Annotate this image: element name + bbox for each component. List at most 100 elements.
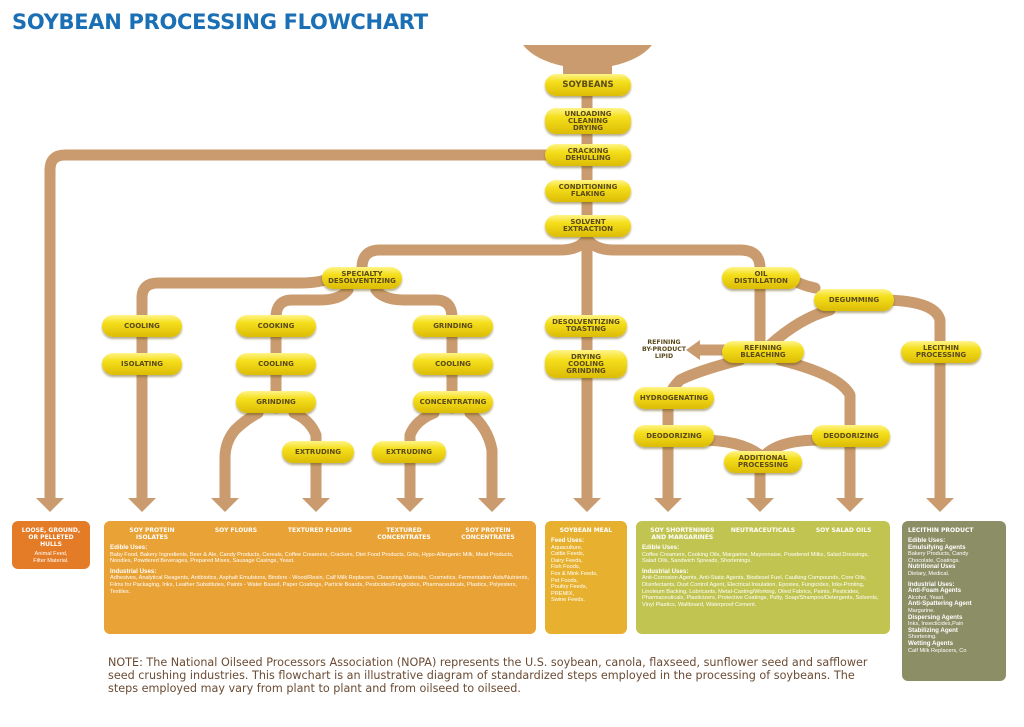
- step-concentrating: CONCENTRATING: [413, 391, 493, 413]
- step-lecithin-processing: LECITHIN PROCESSING: [901, 341, 981, 363]
- arrow-textured-conc: [396, 498, 424, 512]
- arrow-neutraceuticals: [746, 498, 774, 512]
- pipe-conc-split-left: [404, 407, 440, 506]
- arrow-byproduct: [686, 340, 700, 360]
- step-grinding-c: GRINDING: [413, 315, 493, 337]
- pipe-to-specialty: [356, 232, 593, 274]
- product-box-lecithin: LECITHIN PRODUCT Edible Uses: Emulsifyin…: [902, 521, 1006, 681]
- protein-head-flours: SOY FLOURS: [214, 527, 258, 534]
- funnel-hopper: [523, 45, 652, 80]
- hulls-text: Animal Feed, Filter Material.: [33, 551, 69, 564]
- lecithin-nutritional-text: Dietary, Medical.: [908, 570, 950, 577]
- arrow-textured-flours: [302, 498, 330, 512]
- step-cooking: COOKING: [236, 315, 316, 337]
- step-additional-processing: ADDITIONAL PROCESSING: [724, 451, 802, 473]
- pipe-flours-split-left: [219, 407, 264, 506]
- protein-industrial-label: Industrial Uses:: [110, 567, 157, 575]
- step-conditioning: CONDITIONING FLAKING: [545, 180, 631, 202]
- protein-edible-label: Edible Uses:: [110, 544, 148, 551]
- protein-edible-text: Baby Food, Bakery Ingredients, Beer & Al…: [110, 551, 514, 565]
- step-cracking: CRACKING DEHULLING: [545, 144, 631, 166]
- pipe-degum-to-refining: [764, 304, 836, 351]
- product-box-oils: SOY SHORTENINGS AND MARGARINES NEUTRACEU…: [636, 521, 890, 634]
- oils-heads: SOY SHORTENINGS AND MARGARINES NEUTRACEU…: [642, 527, 884, 541]
- lecithin-antifoam-label: Anti-Foam Agents: [908, 587, 962, 595]
- arrow-shortenings: [654, 498, 682, 512]
- lecithin-stabilizing-label: Stabilizing Agent: [908, 626, 958, 634]
- lecithin-emulsifying-text: Bakery Products, Candy Chocolate, Coatin…: [908, 551, 969, 564]
- arrow-lecithin: [926, 498, 954, 512]
- hulls-title: LOOSE, GROUND, OR PELLETED HULLS: [21, 527, 81, 548]
- step-solvent: SOLVENT EXTRACTION: [545, 215, 631, 237]
- product-box-hulls: LOOSE, GROUND, OR PELLETED HULLS Animal …: [12, 521, 90, 569]
- lecithin-emulsifying-label: Emulsifying Agents: [908, 543, 966, 551]
- lecithin-antifoam-text: Alcohol, Yeast.: [908, 594, 945, 601]
- lecithin-title: LECITHIN PRODUCT: [908, 527, 974, 534]
- step-cooling-c: COOLING: [413, 353, 493, 375]
- step-isolating: ISOLATING: [102, 353, 182, 375]
- lecithin-nutritional-label: Nutritional Uses: [908, 563, 956, 571]
- pipe-to-cooking: [270, 284, 354, 324]
- protein-head-textured-concentrates: TEXTURED CONCENTRATES: [377, 527, 431, 541]
- lecithin-stabilizing-text: Shortening.: [908, 634, 937, 641]
- step-oil-distillation: OIL DISTILLATION: [722, 267, 800, 289]
- oils-industrial-text: Anti-Corrosion Agents, Anti-Static Agent…: [642, 575, 879, 608]
- protein-head-textured-flours: TEXTURED FLOURS: [287, 527, 353, 534]
- step-desolventizing: DESOLVENTIZING TOASTING: [545, 315, 627, 337]
- step-soybeans: SOYBEANS: [545, 74, 631, 96]
- step-deodorizing-right: DEODORIZING: [812, 425, 890, 447]
- step-unloading: UNLOADING CLEANING DRYING: [545, 108, 631, 134]
- footnote: NOTE: The National Oilseed Processors As…: [108, 656, 868, 695]
- step-cooling-a: COOLING: [102, 315, 182, 337]
- pipe-to-isolates: [136, 272, 336, 506]
- step-hydrogenating: HYDROGENATING: [634, 387, 714, 409]
- arrow-salad-oils: [836, 498, 864, 512]
- step-deodorizing-left: DEODORIZING: [634, 425, 714, 447]
- pipe-to-grinding-c: [370, 284, 458, 324]
- refining-byproduct-label: REFINING BY-PRODUCT LIPID: [642, 339, 686, 360]
- product-box-meal: SOYBEAN MEAL Feed Uses: Aquaculture, Cat…: [545, 521, 627, 634]
- lecithin-antispatter-text: Margarine.: [908, 607, 935, 614]
- step-degumming: DEGUMMING: [814, 289, 894, 311]
- meal-feed-label: Feed Uses:: [551, 537, 585, 544]
- pipe-to-oil: [581, 232, 766, 274]
- protein-heads: SOY PROTEIN ISOLATES SOY FLOURS TEXTURED…: [110, 527, 530, 541]
- pipe-flours-split-right: [288, 407, 322, 506]
- pipe-conc-split-right: [464, 407, 498, 506]
- step-cooling-b: COOLING: [236, 353, 316, 375]
- oils-head-shortenings: SOY SHORTENINGS AND MARGARINES: [650, 527, 715, 541]
- step-refining: REFINING BLEACHING: [722, 341, 804, 363]
- lecithin-industrial-label: Industrial Uses:: [908, 580, 955, 588]
- oils-industrial-label: Industrial Uses:: [642, 567, 689, 575]
- lecithin-antispatter-label: Anti-Spattering Agent: [908, 600, 972, 608]
- meal-feed-text: Aquaculture, Cattle Feeds, Dairy Feeds, …: [551, 544, 598, 604]
- meal-title: SOYBEAN MEAL: [559, 527, 613, 534]
- lecithin-edible-label: Edible Uses:: [908, 537, 946, 544]
- protein-head-isolates: SOY PROTEIN ISOLATES: [129, 527, 175, 541]
- page-title: SOYBEAN PROCESSING FLOWCHART: [12, 10, 428, 34]
- protein-head-concentrates: SOY PROTEIN CONCENTRATES: [461, 527, 515, 541]
- oils-edible-text: Coffee Creamers, Cooking Oils, Margarine…: [642, 551, 869, 565]
- step-specialty: SPECIALTY DESOLVENTIZING: [322, 267, 402, 289]
- step-drying: DRYING COOLING GRINDING: [545, 350, 627, 378]
- protein-industrial-text: Adhesives, Analytical Reagents, Antibiot…: [110, 575, 529, 595]
- pipe-refining-split-right: [774, 354, 856, 506]
- pipe-to-lecithin: [874, 294, 946, 506]
- arrow-isolates: [128, 498, 156, 512]
- lecithin-dispersing-label: Dispersing Agents: [908, 613, 963, 621]
- oils-edible-label: Edible Uses:: [642, 544, 680, 551]
- product-box-protein: SOY PROTEIN ISOLATES SOY FLOURS TEXTURED…: [104, 521, 536, 634]
- lecithin-wetting-text: Calf Milk Replacers, Co: [908, 647, 967, 654]
- arrow-protein-conc: [478, 498, 506, 512]
- oils-head-neutraceuticals: NEUTRACEUTICALS: [730, 527, 796, 534]
- lecithin-dispersing-text: Inks, Insecticides,Pain: [908, 621, 964, 628]
- step-grinding-b: GRINDING: [236, 391, 316, 413]
- pipe-hulls: [44, 149, 593, 506]
- arrow-flours: [211, 498, 239, 512]
- arrow-meal: [573, 498, 601, 512]
- step-extruding-c: EXTRUDING: [372, 441, 446, 463]
- oils-head-salad-oils: SOY SALAD OILS: [815, 527, 872, 534]
- arrow-hulls: [36, 498, 64, 512]
- step-extruding-b: EXTRUDING: [282, 441, 354, 463]
- lecithin-wetting-label: Wetting Agents: [908, 639, 954, 647]
